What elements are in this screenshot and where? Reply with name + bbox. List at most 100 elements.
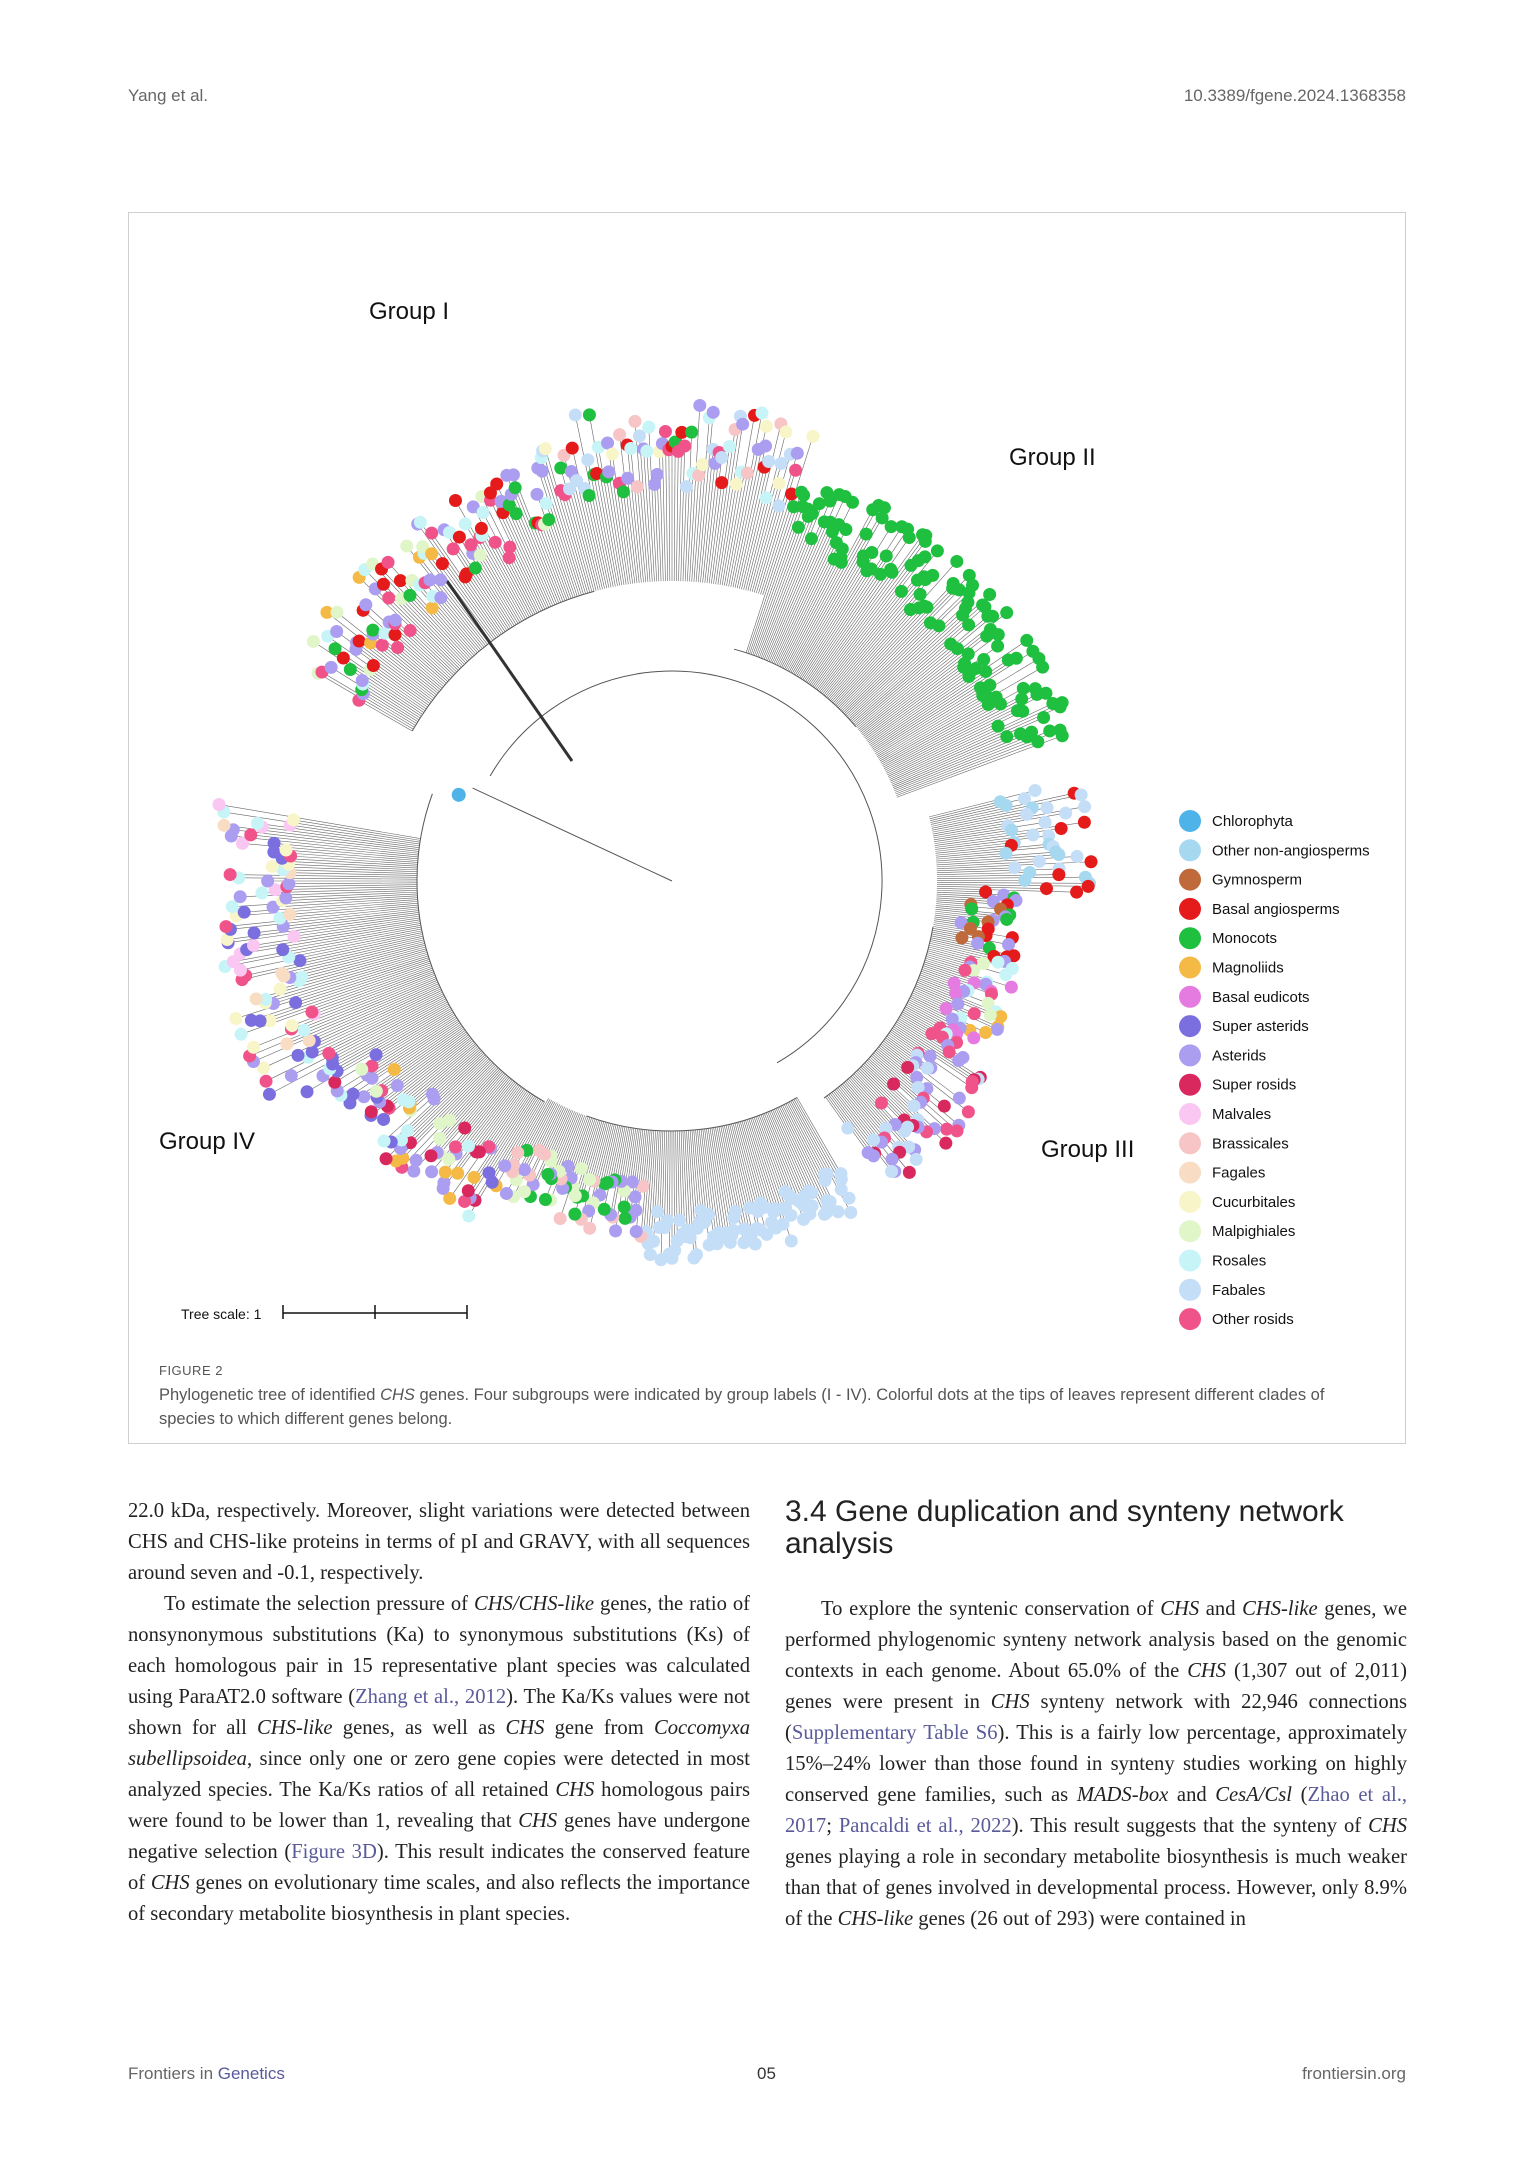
leaf-branch bbox=[724, 1125, 747, 1230]
leaf-branch bbox=[457, 1086, 522, 1174]
leaf-branch bbox=[517, 1098, 549, 1153]
legend-label: Super asterids bbox=[1212, 1018, 1309, 1035]
tip-dot bbox=[759, 491, 773, 505]
tip-dot bbox=[779, 425, 793, 439]
leaf-branch bbox=[614, 1126, 626, 1180]
leaf-branch bbox=[657, 1130, 662, 1212]
leaf-branch bbox=[455, 1078, 512, 1148]
tip-dot bbox=[458, 517, 472, 531]
tip-dot bbox=[320, 605, 334, 619]
tree-tip-dots bbox=[212, 398, 1098, 1267]
leaf-branch bbox=[526, 1100, 554, 1151]
tip-dot bbox=[393, 574, 407, 588]
leaf-branch bbox=[847, 1078, 909, 1148]
tip-dot bbox=[967, 1007, 981, 1021]
tip-dot bbox=[991, 719, 1005, 733]
tip-dot bbox=[902, 531, 916, 545]
tip-dot bbox=[219, 920, 233, 934]
tip-dot bbox=[805, 507, 819, 521]
leaf-branch bbox=[541, 471, 582, 596]
citation-link[interactable]: Pancaldi et al., 2022 bbox=[838, 1815, 1012, 1837]
tip-dot bbox=[498, 1159, 512, 1173]
leaf-branch bbox=[290, 855, 418, 865]
leaf-branch bbox=[823, 579, 918, 696]
tip-dot bbox=[425, 601, 439, 615]
leaf-branch bbox=[718, 1126, 736, 1212]
tip-dot bbox=[247, 1040, 261, 1054]
leaf-branch bbox=[401, 1057, 489, 1141]
tip-dot bbox=[448, 494, 462, 508]
leaf-branch bbox=[752, 1117, 784, 1210]
leaf-branch bbox=[286, 849, 418, 861]
citation-link[interactable]: Zhao et al., 2017 bbox=[785, 1784, 1407, 1837]
leaf-branch bbox=[749, 495, 804, 654]
tip-dot bbox=[920, 1061, 934, 1075]
tip-dot bbox=[842, 1191, 856, 1205]
leaf-branch bbox=[912, 990, 998, 1030]
leaf-branch bbox=[230, 908, 419, 930]
leaf-branch bbox=[684, 432, 692, 582]
tip-dot bbox=[695, 458, 709, 472]
leaf-branch bbox=[936, 886, 1047, 889]
leaf-branch bbox=[289, 872, 418, 876]
leaf-branch bbox=[871, 1055, 958, 1132]
tip-dot bbox=[283, 907, 297, 921]
leaf-branch bbox=[273, 955, 429, 1004]
leaf-branch bbox=[936, 897, 994, 902]
leaf-branch bbox=[894, 736, 1028, 792]
tip-dot bbox=[434, 591, 448, 605]
leaf-branch bbox=[869, 676, 970, 746]
tip-dot bbox=[244, 1013, 258, 1027]
legend-label: Brassicales bbox=[1212, 1135, 1289, 1152]
leaf-branch bbox=[400, 1059, 491, 1149]
tip-dot bbox=[237, 905, 251, 919]
leaf-branch bbox=[931, 807, 1033, 829]
legend-swatch bbox=[1179, 1132, 1201, 1155]
leaf-branch bbox=[429, 579, 485, 648]
tip-dot bbox=[613, 428, 627, 442]
legend-swatch bbox=[1179, 1015, 1201, 1038]
tip-dot bbox=[885, 1152, 899, 1166]
leaf-branch bbox=[706, 1128, 722, 1238]
tip-dot bbox=[582, 408, 596, 422]
tip-dot bbox=[423, 573, 437, 587]
tip-dot bbox=[217, 818, 231, 832]
tip-dot bbox=[1036, 660, 1050, 674]
leaf-branch bbox=[845, 625, 940, 716]
leaf-branch bbox=[734, 1122, 759, 1212]
leaf-branch bbox=[783, 1104, 839, 1212]
leaf-branch bbox=[240, 923, 421, 955]
supplementary-link[interactable]: Supplementary Table S6 bbox=[791, 1722, 998, 1744]
leaf-branch bbox=[410, 1048, 481, 1111]
leaf-branch bbox=[684, 1130, 691, 1238]
tip-dot bbox=[236, 836, 250, 850]
tip-dot bbox=[621, 471, 635, 485]
tip-dot bbox=[650, 468, 664, 482]
leaf-branch bbox=[571, 471, 601, 590]
footer-journal: Frontiers in Genetics bbox=[128, 2064, 285, 2083]
tip-dot bbox=[265, 859, 279, 873]
left-text-column: 22.0 kDa, respectively. Moreover, slight… bbox=[128, 1496, 750, 1930]
leaf-branch bbox=[474, 1097, 539, 1201]
leaf-branch bbox=[218, 804, 421, 839]
tip-dot bbox=[416, 540, 430, 554]
citation-link[interactable]: Zhang et al., 2012 bbox=[355, 1686, 507, 1708]
tip-dot bbox=[693, 398, 707, 412]
leaf-branch bbox=[892, 736, 1007, 787]
leaf-branch bbox=[874, 1051, 919, 1088]
tip-dot bbox=[926, 568, 940, 582]
tip-dot bbox=[654, 1253, 668, 1267]
tip-dot bbox=[538, 1193, 552, 1207]
tip-dot bbox=[451, 787, 466, 802]
leaf-branch bbox=[873, 658, 1017, 751]
leaf-branch bbox=[358, 699, 413, 732]
tip-dot bbox=[955, 931, 969, 945]
leaf-branch bbox=[508, 557, 538, 614]
tip-dot bbox=[949, 986, 963, 1000]
leaf-branch bbox=[619, 434, 638, 584]
figure-link[interactable]: Figure 3D bbox=[291, 1841, 377, 1863]
leaf-branch bbox=[464, 576, 504, 634]
tip-dot bbox=[268, 883, 282, 897]
leaf-branch bbox=[502, 512, 548, 609]
